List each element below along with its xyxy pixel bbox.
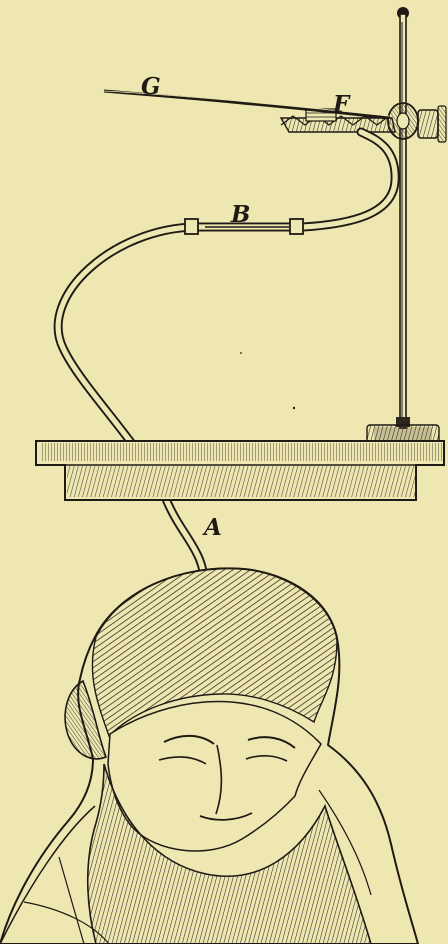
label-a: A [204, 516, 222, 539]
tube [58, 132, 395, 624]
paper-specks [240, 352, 295, 409]
portrait [0, 568, 418, 944]
label-b: B [231, 203, 250, 226]
table-slab [36, 441, 444, 500]
label-g: G [141, 75, 161, 98]
label-f: F [333, 93, 349, 116]
stand-rod [367, 7, 439, 447]
